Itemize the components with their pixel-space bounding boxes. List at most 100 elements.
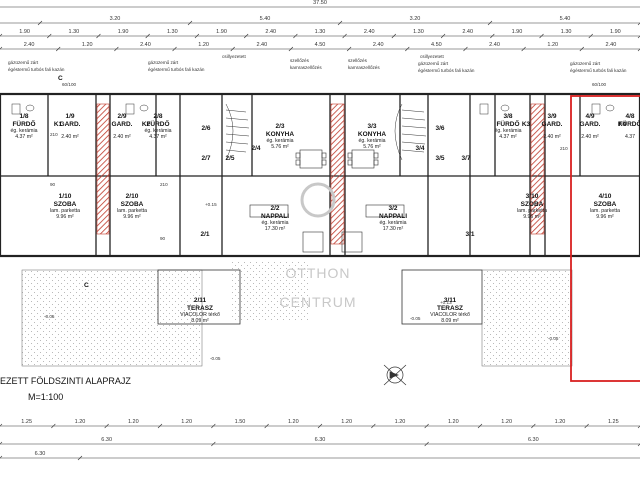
dim-tick bbox=[490, 33, 495, 39]
room-id: 2/10 bbox=[126, 193, 139, 200]
dim-tick bbox=[346, 46, 352, 52]
stair-right bbox=[394, 103, 427, 161]
small-id-label: 3/5 bbox=[435, 155, 444, 162]
dim-label: 4.50 bbox=[315, 42, 326, 48]
dim-label: 1.90 bbox=[118, 29, 129, 35]
room-name: GARD. bbox=[542, 121, 563, 128]
dim-tick bbox=[0, 455, 3, 459]
dim-tick bbox=[440, 33, 446, 39]
room-id: 2/11 bbox=[194, 297, 207, 304]
room-area: 9.96 m² bbox=[596, 214, 614, 220]
room-id: 1/8 bbox=[19, 113, 28, 120]
dim-tick bbox=[405, 46, 410, 52]
room-area: 9.96 m² bbox=[123, 214, 141, 220]
door-dim-7: 210 bbox=[560, 146, 568, 151]
room-area: 17.30 m² bbox=[265, 226, 286, 232]
dim-tick bbox=[637, 48, 640, 52]
dim-label: 1.25 bbox=[608, 419, 619, 425]
dim-tick bbox=[230, 46, 235, 52]
room-id: 3/10 bbox=[526, 193, 539, 200]
dim-tick bbox=[424, 423, 429, 429]
room-area: 5.76 m² bbox=[271, 144, 289, 150]
small-id-label: K4 bbox=[618, 121, 627, 128]
armchair-right bbox=[341, 231, 363, 253]
note-gas-closed-4: gázüzemű zárt bbox=[570, 61, 601, 66]
dim-label: 6.30 bbox=[315, 437, 326, 443]
dim-label: 1.30 bbox=[315, 29, 326, 35]
dim-label: 1.20 bbox=[288, 419, 299, 425]
room-id: 1/10 bbox=[59, 193, 72, 200]
note-flue-2: égéstermű turbós fali kazán bbox=[148, 67, 205, 72]
dim-tick bbox=[371, 423, 376, 429]
room-id: 2/3 bbox=[275, 123, 284, 130]
small-id-label: 2/4 bbox=[251, 145, 260, 152]
room-id: 3/11 bbox=[444, 297, 457, 304]
kitchen-table-left bbox=[295, 149, 327, 169]
level-mark-1: +0.15 bbox=[205, 202, 217, 207]
room-name: NAPPALI bbox=[261, 213, 289, 220]
dim-label: 1.20 bbox=[75, 419, 86, 425]
dim-tick bbox=[539, 33, 544, 39]
dim-label: 2.40 bbox=[489, 42, 500, 48]
dim-label: 1.20 bbox=[555, 419, 566, 425]
north-arrow-icon bbox=[383, 364, 407, 386]
dim-label: 1.20 bbox=[128, 419, 139, 425]
small-id-label: 3/7 bbox=[461, 155, 470, 162]
room-floor: lam. parketta bbox=[590, 208, 620, 214]
small-id-label: 2/5 bbox=[225, 155, 234, 162]
plan-title: EZETT FÖLDSZINTI ALAPRAJZ bbox=[0, 376, 131, 386]
room-name: SZOBA bbox=[521, 201, 544, 208]
small-id-label: K2 bbox=[142, 121, 151, 128]
door-dim-6: 60/100 bbox=[592, 82, 606, 87]
room-area: 4.37 bbox=[625, 134, 635, 140]
dim-tick bbox=[293, 33, 298, 39]
dim-tick bbox=[264, 423, 269, 429]
fire-wall-3 bbox=[530, 103, 545, 235]
room-floor: lam. parketta bbox=[517, 208, 547, 214]
dim-label: 1.30 bbox=[167, 29, 178, 35]
dim-tick bbox=[194, 33, 200, 39]
dim-label: 1.20 bbox=[395, 419, 406, 425]
dim-label: 2.40 bbox=[140, 42, 151, 48]
dim-label: 1.90 bbox=[19, 29, 30, 35]
room-area: 8.09 m² bbox=[191, 318, 209, 324]
room-name: GARD. bbox=[580, 121, 601, 128]
overall-dim: 37.50 bbox=[313, 0, 327, 6]
note-cylinder: csillyezetett bbox=[222, 54, 246, 59]
dim-tick bbox=[187, 20, 193, 26]
dim-label: 4.50 bbox=[431, 42, 442, 48]
level-mark-5: -0.05 bbox=[410, 316, 421, 321]
room-id: 3/6 bbox=[435, 125, 444, 132]
room-name: TERASZ bbox=[187, 305, 213, 312]
room-name: GARD. bbox=[60, 121, 81, 128]
fire-wall-1 bbox=[96, 103, 110, 235]
dim-tick bbox=[531, 423, 536, 429]
dim-tick bbox=[104, 423, 109, 429]
room-area: 2.40 m² bbox=[543, 134, 561, 140]
dim-label: 1.30 bbox=[561, 29, 572, 35]
room-area: 2.40 m² bbox=[581, 134, 599, 140]
dim-tick bbox=[579, 46, 585, 52]
terrace-areas bbox=[21, 262, 573, 367]
level-mark-6: -0.05 bbox=[548, 336, 559, 341]
room-name: FÜRDŐ bbox=[146, 119, 169, 128]
room-id: 2/6 bbox=[201, 125, 210, 132]
small-id-label: 2/7 bbox=[201, 155, 210, 162]
note-vent-2: szellőzés bbox=[348, 58, 368, 63]
small-id-label: 3/4 bbox=[415, 145, 424, 152]
building-walls bbox=[0, 92, 640, 258]
room-id: 3/9 bbox=[547, 113, 556, 120]
door-dim-5: 90 bbox=[160, 236, 166, 241]
door-dim-3: 90 bbox=[50, 182, 56, 187]
dim-label: 2.40 bbox=[373, 42, 384, 48]
stair-left bbox=[225, 103, 250, 161]
dim-tick bbox=[337, 20, 343, 26]
dim-tick bbox=[521, 46, 526, 52]
dim-label: 2.40 bbox=[606, 42, 617, 48]
room-floor: ég. kerámia bbox=[144, 128, 171, 134]
room-floor: ég. kerámia bbox=[379, 220, 406, 226]
